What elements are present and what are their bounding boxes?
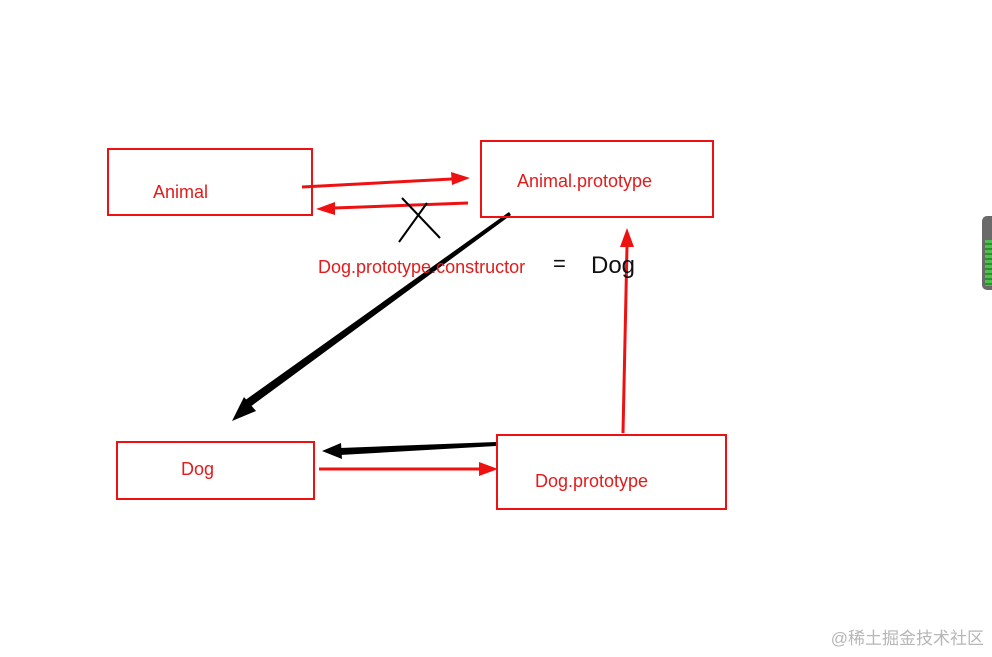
node-animal xyxy=(107,148,313,216)
constructor-value: Dog xyxy=(591,252,636,279)
node-animal-prototype xyxy=(480,140,714,218)
node-animal-label: Animal xyxy=(153,182,209,202)
arrow-dog-to-dog-prototype xyxy=(319,462,498,476)
node-dog-prototype xyxy=(496,434,727,510)
side-scroll-handle[interactable] xyxy=(982,216,992,290)
arrow-animal-prototype-to-dog xyxy=(232,212,511,421)
arrow-dog-prototype-to-animal-prototype xyxy=(620,228,634,434)
equals-sign: = xyxy=(553,251,566,276)
node-animal-prototype-label: Animal.prototype xyxy=(517,171,653,191)
watermark: @稀土掘金技术社区 xyxy=(830,629,984,648)
scroll-track-indicator xyxy=(985,240,992,286)
node-dog-prototype-label: Dog.prototype xyxy=(535,471,649,491)
cross-mark xyxy=(398,197,441,243)
node-dog-label: Dog xyxy=(181,459,215,479)
arrow-animal-to-animal-prototype xyxy=(301,172,470,189)
arrow-animal-prototype-to-animal xyxy=(316,201,469,215)
node-dog xyxy=(116,441,315,500)
constructor-annotation: Dog.prototype.constructor xyxy=(318,257,526,277)
arrow-dog-prototype-to-dog xyxy=(322,442,496,459)
